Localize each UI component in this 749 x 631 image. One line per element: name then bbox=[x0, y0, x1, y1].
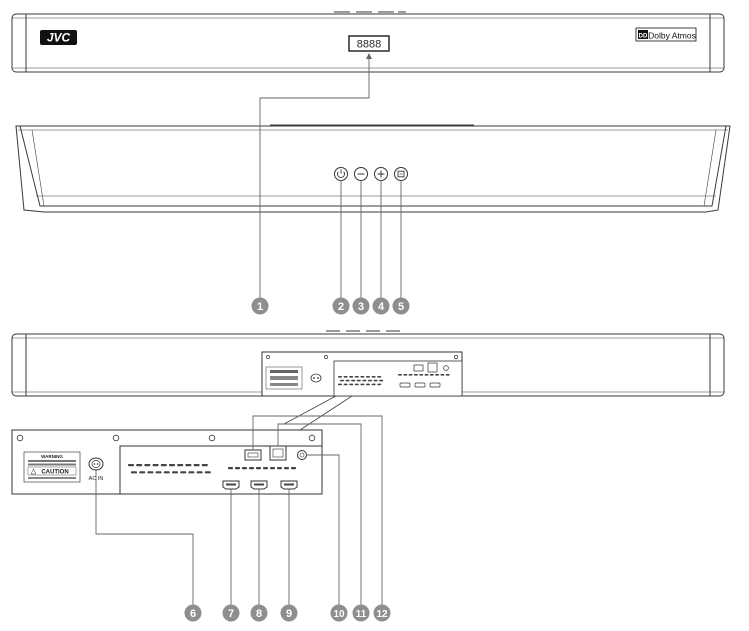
svg-text:JVC: JVC bbox=[47, 31, 71, 45]
callout-1-label: 1 bbox=[257, 301, 263, 313]
svg-text:Dolby Atmos: Dolby Atmos bbox=[648, 31, 696, 41]
callout-5: 5 bbox=[392, 297, 410, 315]
svg-text:WARNING: WARNING bbox=[41, 454, 63, 459]
callout-9-label: 9 bbox=[286, 608, 292, 620]
callout-11: 11 bbox=[352, 604, 370, 622]
soundbar-top-view bbox=[11, 11, 725, 73]
callout-8-circle bbox=[250, 604, 268, 622]
volume-down-button[interactable] bbox=[354, 167, 368, 181]
leader-lines bbox=[95, 53, 402, 608]
led-display: 8888 bbox=[348, 35, 390, 52]
callout-4-label: 4 bbox=[378, 301, 385, 313]
callout-8-label: 8 bbox=[256, 608, 262, 620]
svg-text:CAUTION: CAUTION bbox=[41, 470, 68, 476]
svg-text:8888: 8888 bbox=[357, 39, 381, 51]
warning-label: WARNING CAUTION bbox=[23, 451, 81, 483]
callout-3: 3 bbox=[352, 297, 370, 315]
callout-4-circle bbox=[372, 297, 390, 315]
callout-12-circle bbox=[373, 604, 391, 622]
callout-5-label: 5 bbox=[398, 301, 404, 313]
callout-7: 7 bbox=[222, 604, 240, 622]
callout-10: 10 bbox=[330, 604, 348, 622]
svg-text:DD: DD bbox=[639, 34, 648, 40]
vent-slots-enlarged bbox=[128, 464, 296, 474]
callout-7-circle bbox=[222, 604, 240, 622]
ac-in-socket[interactable] bbox=[88, 457, 104, 471]
hdmi-port-2[interactable] bbox=[250, 480, 268, 490]
callout-2: 2 bbox=[332, 297, 350, 315]
aux-jack[interactable] bbox=[297, 450, 307, 460]
source-button[interactable] bbox=[394, 167, 408, 181]
volume-up-button[interactable] bbox=[374, 167, 388, 181]
callout-3-label: 3 bbox=[358, 301, 364, 313]
jvc-logo: JVC bbox=[40, 30, 77, 45]
callout-2-circle bbox=[332, 297, 350, 315]
callout-3-circle bbox=[352, 297, 370, 315]
power-button[interactable] bbox=[334, 167, 348, 181]
callout-5-circle bbox=[392, 297, 410, 315]
callout-12: 12 bbox=[373, 604, 391, 622]
vent-slots-small bbox=[338, 374, 450, 386]
callout-2-label: 2 bbox=[338, 301, 344, 313]
callout-6-circle bbox=[184, 604, 202, 622]
callout-10-label: 10 bbox=[333, 609, 345, 620]
hdmi-port-3[interactable] bbox=[280, 480, 298, 490]
dolby-atmos-logo: DD Dolby Atmos bbox=[635, 27, 697, 42]
optical-port[interactable] bbox=[269, 445, 287, 461]
callout-9: 9 bbox=[280, 604, 298, 622]
usb-port[interactable] bbox=[244, 449, 262, 461]
zoom-guide-lines bbox=[283, 395, 353, 431]
callout-10-circle bbox=[330, 604, 348, 622]
callout-8: 8 bbox=[250, 604, 268, 622]
callout-12-label: 12 bbox=[376, 609, 388, 620]
callout-4: 4 bbox=[372, 297, 390, 315]
callout-1-circle bbox=[251, 297, 269, 315]
callout-11-circle bbox=[352, 604, 370, 622]
callout-6: 6 bbox=[184, 604, 202, 622]
callout-7-label: 7 bbox=[228, 608, 234, 620]
callout-11-label: 11 bbox=[356, 609, 367, 620]
callout-6-label: 6 bbox=[190, 608, 196, 620]
rear-panel-enlarged: WARNING CAUTION AC IN bbox=[11, 429, 323, 495]
callout-1: 1 bbox=[251, 297, 269, 315]
callout-9-circle bbox=[280, 604, 298, 622]
hdmi-port-1[interactable] bbox=[222, 480, 240, 490]
soundbar-front-view bbox=[15, 124, 731, 213]
rear-panel-small bbox=[261, 351, 463, 397]
